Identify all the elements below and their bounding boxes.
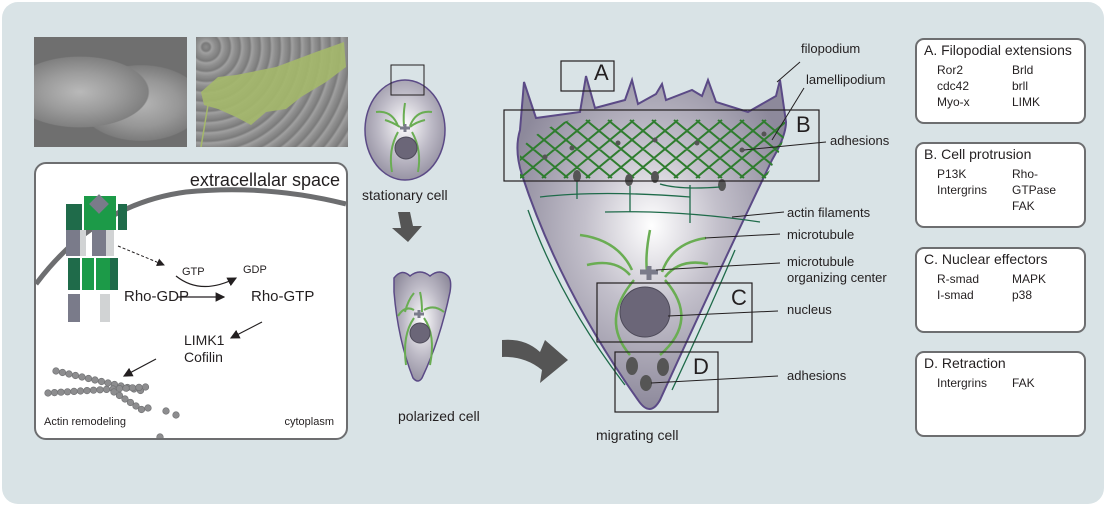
actin-remodeling-label: Actin remodeling [44,416,126,428]
legend-item: Intergrins [937,183,988,197]
stationary-cell [364,64,446,181]
legend-item: GTPase [1012,183,1057,197]
legend-item: Rho- [1012,167,1039,181]
legend-item: R-smad [937,272,980,286]
region-boxes [503,60,820,413]
actin-monomer [144,404,152,412]
legend-box-b: B. Cell protrusion P13K Intergrins Rho- … [915,142,1086,228]
sem-photo-migrating [196,37,348,147]
migrating-cell [516,75,788,410]
cytoplasm-label: cytoplasm [284,416,334,428]
actin-filaments-label: actin filaments [787,205,871,220]
rho-gtp-label: Rho-GTP [251,288,315,305]
legend-item: Brld [1012,63,1034,77]
region-letter-c: C [731,285,747,310]
mtoc-label-line1: microtubule [787,254,855,269]
migrating-cell-highlight [200,42,346,147]
legend-item: Ror2 [937,63,964,77]
leader-lines [650,61,827,384]
actin-monomer [132,402,140,410]
polarized-cell-label: polarized cell [398,408,480,424]
limk1-label: LIMK1 [184,332,225,348]
signaling-pathway-box: extracellalar space GTP GDP Rho-GDP Rho-… [34,162,348,440]
filopodium-label: filopodium [801,41,861,56]
gdp-label: GDP [243,264,267,276]
legend-item: MAPK [1012,272,1047,286]
region-box-d [614,351,719,413]
receptor-icon [66,194,127,322]
region-letter-d: D [693,354,709,379]
stationary-zoom-box [390,64,425,96]
legend-title-a: A. Filopodial extensions [924,42,1072,58]
lamellipodium-label: lamellipodium [806,72,886,87]
actin-monomer [121,395,129,403]
actin-monomer [172,411,180,419]
legend-item: Intergrins [937,376,988,390]
cofilin-label: Cofilin [184,349,223,365]
down-arrow-icon [392,212,422,242]
legend-item: FAK [1012,376,1035,390]
actin-monomer [156,433,164,438]
legend-item: Myo-x [937,95,970,109]
actin-filament [44,367,180,438]
extracellular-space-label: extracellalar space [189,170,340,190]
actin-monomer [141,383,150,391]
adhesions-bottom-label: adhesions [787,368,847,383]
region-box-b [503,109,820,182]
lamellipodium-actin-mesh [520,119,786,179]
legend-box-a: A. Filopodial extensions Ror2 cdc42 Myo-… [915,38,1086,124]
region-box-a [560,60,615,92]
polarized-cell [393,271,452,382]
legend-title-d: D. Retraction [924,355,1006,371]
region-letter-b: B [796,112,811,137]
legend-title-c: C. Nuclear effectors [924,251,1048,267]
legend-item: cdc42 [937,79,970,93]
legend-title-b: B. Cell protrusion [924,146,1032,162]
mtoc-label-line2: organizing center [787,270,887,285]
gtp-label: GTP [182,266,205,278]
sem-photo-stationary [34,37,187,147]
legend-box-c: C. Nuclear effectors R-smad I-smad MAPK … [915,247,1086,333]
adhesions-top-label: adhesions [830,133,890,148]
region-letter-a: A [594,60,609,85]
adhesion-spots [542,131,767,191]
actin-monomer [126,398,135,407]
curved-right-arrow-icon [502,339,568,383]
microtubules [579,229,709,356]
migrating-cell-label: migrating cell [596,427,679,443]
legend-box-d: D. Retraction Intergrins FAK [915,351,1086,437]
pathway-graphics [36,187,346,438]
legend-item: FAK [1012,199,1035,213]
legend-item: P13K [937,167,967,181]
legend-item: p38 [1012,288,1033,302]
legend-item: LIMK [1012,95,1041,109]
legend-item: brll [1012,79,1029,93]
microtubule-label: microtubule [787,227,855,242]
actin-monomer [115,391,124,400]
rho-gdp-label: Rho-GDP [124,288,190,305]
actin-monomer [110,388,118,396]
stationary-cell-label: stationary cell [362,187,448,203]
nucleus-label: nucleus [787,302,832,317]
legend-item: I-smad [937,288,974,302]
actin-monomer [162,407,170,415]
